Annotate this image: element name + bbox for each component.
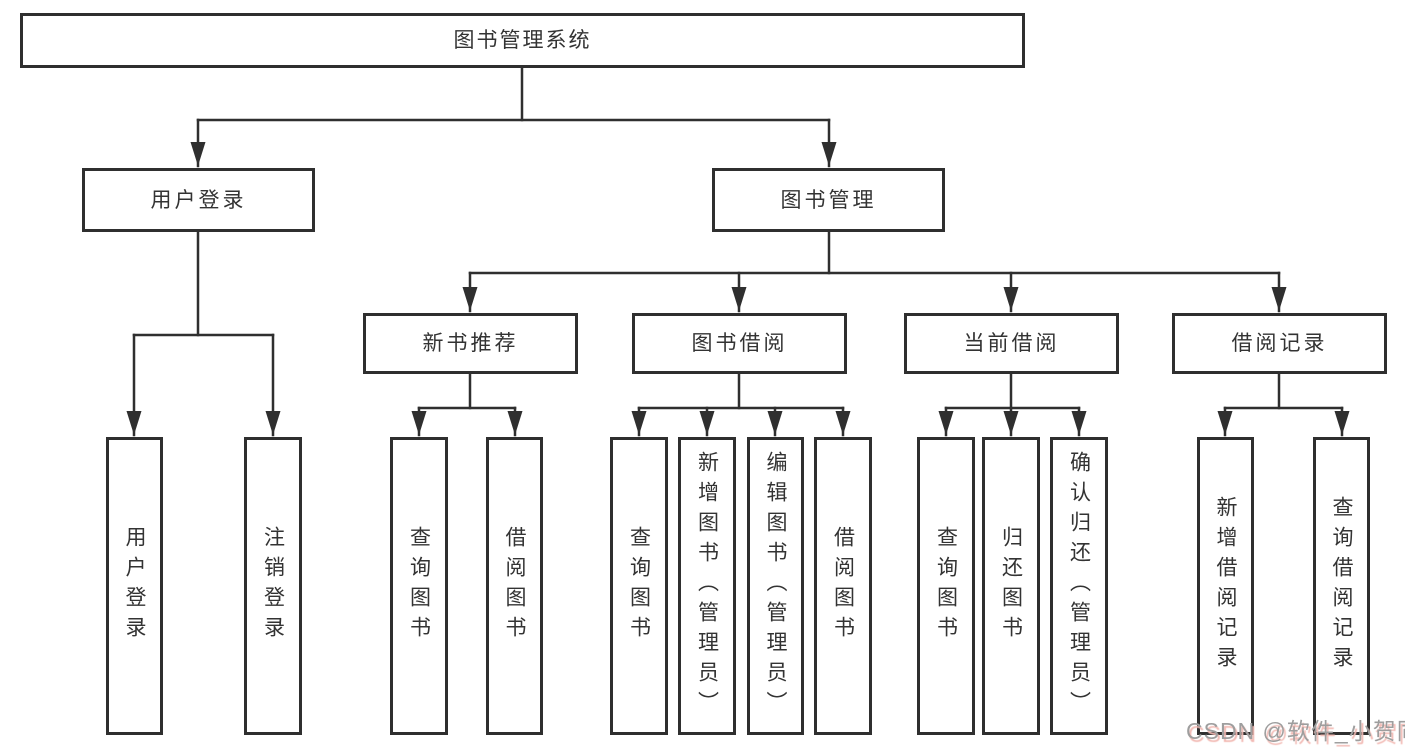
leaf-user-login: 用户登录	[106, 437, 163, 735]
leaf-current-query-books: 查询图书	[917, 437, 975, 735]
node-book-borrowing: 图书借阅	[632, 313, 847, 374]
node-current-borrowing: 当前借阅	[904, 313, 1119, 374]
node-book-management: 图书管理	[712, 168, 945, 232]
leaf-borrow-add-books-admin: 新增图书（管理员）	[678, 437, 736, 735]
node-user-login: 用户登录	[82, 168, 315, 232]
leaf-recommend-borrow-books: 借阅图书	[486, 437, 543, 735]
leaf-records-query-record: 查询借阅记录	[1313, 437, 1370, 735]
leaf-borrow-edit-books-admin: 编辑图书（管理员）	[747, 437, 804, 735]
csdn-watermark: CSDN @软件_小贺同学	[1186, 718, 1405, 744]
node-new-book-recommendation: 新书推荐	[363, 313, 578, 374]
leaf-recommend-query-books: 查询图书	[390, 437, 448, 735]
leaf-current-confirm-return-admin: 确认归还（管理员）	[1050, 437, 1108, 735]
leaf-records-add-record: 新增借阅记录	[1197, 437, 1254, 735]
node-borrowing-records: 借阅记录	[1172, 313, 1387, 374]
leaf-borrow-query-books: 查询图书	[610, 437, 668, 735]
leaf-current-return-books: 归还图书	[982, 437, 1040, 735]
leaf-logout: 注销登录	[244, 437, 302, 735]
node-root: 图书管理系统	[20, 13, 1025, 68]
leaf-borrow-borrow-books: 借阅图书	[814, 437, 872, 735]
